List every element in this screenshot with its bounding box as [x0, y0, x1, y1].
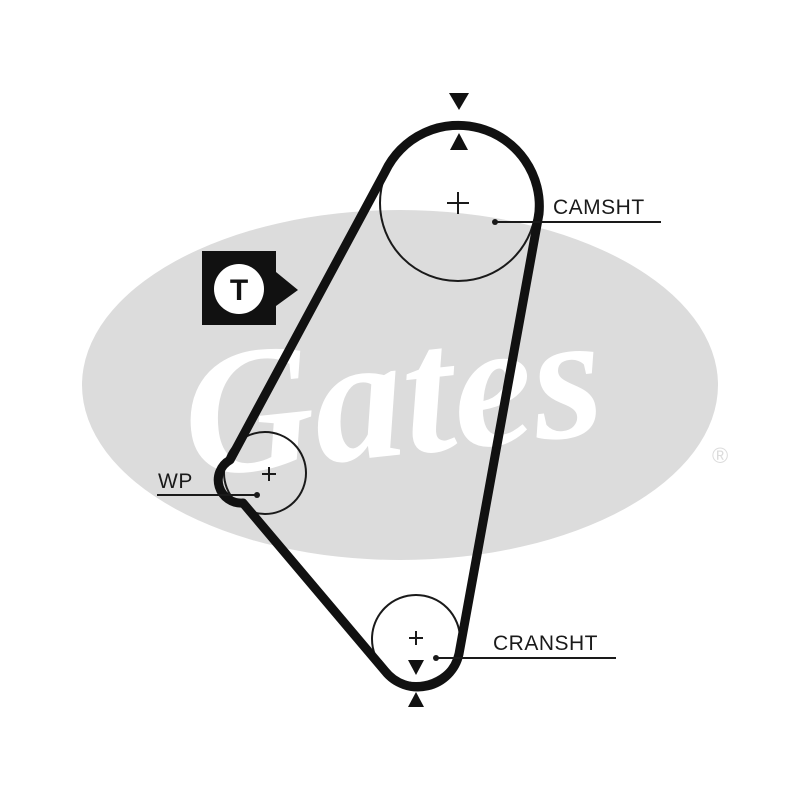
crankshaft-leader: [433, 655, 616, 661]
camshaft-label: CAMSHT: [553, 196, 645, 219]
tensioner-badge: T: [202, 251, 298, 325]
camshaft-center-mark: [447, 192, 469, 214]
watermark-registered-mark: ®: [712, 443, 728, 468]
crankshaft-label: CRANSHT: [493, 632, 598, 655]
camshaft-leader: [492, 219, 661, 225]
camshaft-timing-mark-top: [449, 93, 469, 110]
crankshaft-center-mark: [409, 631, 423, 645]
camshaft-timing-mark-inner: [450, 133, 468, 150]
tensioner-badge-circle: [214, 264, 264, 314]
tensioner-symbol: T: [230, 274, 248, 307]
crankshaft-timing-mark-bottom: [408, 692, 424, 707]
water-pump-label: WP: [158, 470, 193, 493]
crankshaft-timing-mark-inner: [408, 660, 424, 675]
gates-watermark: Gates ®: [82, 210, 728, 560]
water-pump-center-mark: [262, 467, 276, 481]
water-pump-leader: [157, 492, 260, 498]
